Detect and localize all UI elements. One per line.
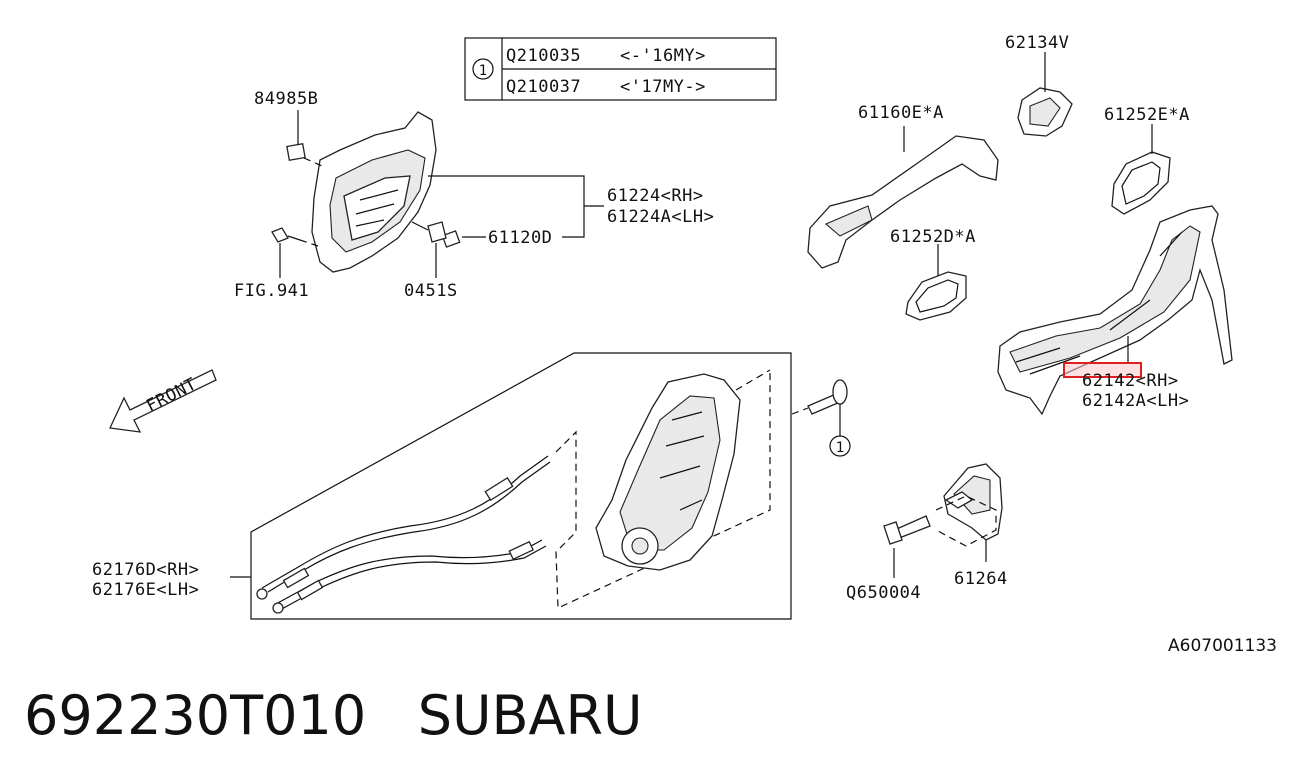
table-row-1-part: Q210035 (506, 46, 581, 66)
footer-title: 692230T010 SUBARU (24, 684, 643, 747)
label-61224a-lh: 61224A<LH> (607, 207, 714, 227)
table-row-1-range: <-'16MY> (620, 46, 706, 66)
cover-61252d-drawing (905, 244, 967, 321)
label-84985b: 84985B (254, 89, 318, 109)
label-62134v: 62134V (1005, 33, 1069, 53)
ref-circle-icon-2 (829, 435, 851, 457)
label-0451s: 0451S (404, 281, 458, 301)
table-row-2-range: <'17MY-> (620, 77, 706, 97)
label-62176e-lh: 62176E<LH> (92, 580, 199, 600)
label-61120d: 61120D (488, 228, 552, 248)
label-62142a-lh: 62142A<LH> (1082, 391, 1189, 411)
brand-name: SUBARU (417, 684, 643, 747)
label-front: FRONT (143, 374, 200, 416)
inner-handle-assembly-drawing (271, 110, 604, 278)
cap-62134v-drawing (1017, 52, 1073, 137)
label-fig941: FIG.941 (234, 281, 309, 301)
highlight-box (1063, 362, 1142, 378)
lock-cable-box (230, 352, 848, 620)
diagram-code: A607001133 (1168, 636, 1277, 656)
reference-table: 1 Q210035 <-'16MY> Q210037 <'17MY-> (464, 37, 777, 101)
label-61224-rh: 61224<RH> (607, 186, 704, 206)
label-ref-circle: 1 (836, 440, 844, 456)
label-61252e: 61252E*A (1104, 105, 1190, 125)
label-61160e: 61160E*A (858, 103, 944, 123)
label-61252d: 61252D*A (890, 227, 976, 247)
striker-drawing (883, 463, 1003, 578)
table-ref-mark: 1 (479, 63, 487, 79)
label-61264: 61264 (954, 569, 1008, 589)
part-number: 692230T010 (24, 684, 367, 747)
handle-frame-drawing (997, 205, 1233, 416)
label-q650004: Q650004 (846, 583, 921, 603)
cover-61252e-drawing (1111, 124, 1171, 215)
label-62142-rh: 62142<RH> (1082, 371, 1179, 391)
front-arrow-icon (109, 369, 217, 433)
table-row-2-part: Q210037 (506, 77, 581, 97)
label-62176d-rh: 62176D<RH> (92, 560, 199, 580)
outer-handle-drawing (807, 126, 999, 269)
ref-circle-icon (472, 58, 494, 80)
